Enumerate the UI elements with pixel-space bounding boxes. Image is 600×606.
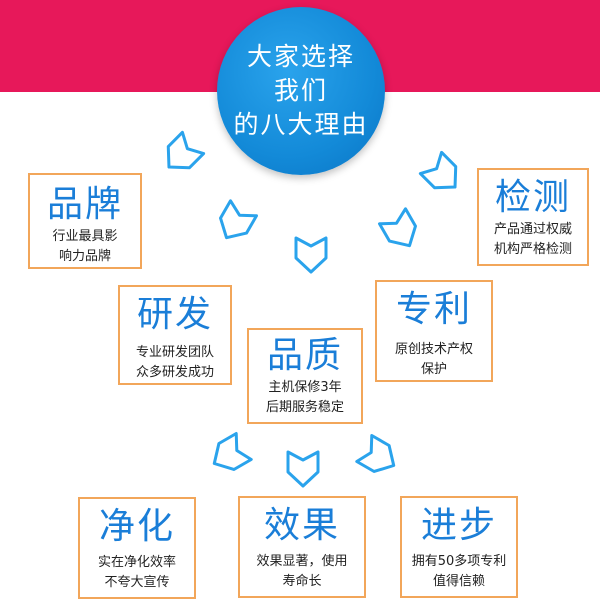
card-purify-line2: 不夸大宣传 [104, 575, 170, 590]
chevron-arrow-icon [348, 426, 411, 489]
card-patent-line1: 原创技术产权 [394, 342, 473, 357]
title-line-3: 的八大理由 [233, 110, 369, 139]
card-quality-line2: 后期服务稳定 [265, 400, 344, 415]
title-circle: 大家选择 我们 的八大理由 [217, 7, 385, 175]
chevron-arrow-icon [370, 200, 433, 263]
chevron-arrow-icon [204, 192, 267, 255]
card-effect-line2: 寿命长 [282, 574, 322, 589]
card-brand-line1: 行业最具影 [52, 229, 118, 244]
card-progress-title: 进步 [420, 505, 497, 546]
card-quality: 品质 主机保修3年 后期服务稳定 [247, 328, 363, 424]
chevron-arrow-icon [280, 446, 326, 492]
card-quality-line1: 主机保修3年 [268, 380, 342, 395]
title-line-1: 大家选择 [246, 42, 355, 71]
chevron-arrow-icon [288, 232, 334, 278]
card-purify-line1: 实在净化效率 [97, 555, 176, 570]
card-brand-title: 品牌 [46, 184, 123, 225]
card-brand: 品牌 行业最具影 响力品牌 [28, 173, 142, 269]
card-progress-line1: 拥有50多项专利 [411, 554, 507, 569]
card-patent-title: 专利 [395, 289, 472, 330]
chevron-arrow-icon [410, 142, 475, 207]
card-research-line1: 专业研发团队 [135, 345, 214, 360]
card-effect: 效果 效果显著，使用 寿命长 [238, 496, 366, 598]
card-effect-title: 效果 [263, 505, 340, 546]
card-purify: 净化 实在净化效率 不夸大宣传 [78, 497, 196, 599]
card-detect-title: 检测 [494, 177, 571, 218]
card-purify-title: 净化 [98, 506, 175, 547]
chevron-arrow-icon [148, 122, 213, 187]
card-progress: 进步 拥有50多项专利 值得信赖 [400, 496, 518, 598]
chevron-arrow-icon [198, 424, 261, 487]
card-patent-line2: 保护 [420, 362, 447, 377]
card-research-title: 研发 [136, 294, 213, 335]
card-detect: 检测 产品通过权威 机构严格检测 [477, 168, 589, 266]
card-detect-line1: 产品通过权威 [493, 222, 572, 237]
card-brand-line2: 响力品牌 [58, 249, 111, 264]
card-progress-line2: 值得信赖 [432, 574, 485, 589]
title-line-2: 我们 [273, 76, 328, 105]
card-effect-line1: 效果显著，使用 [256, 554, 348, 569]
card-patent: 专利 原创技术产权 保护 [375, 280, 493, 382]
card-research: 研发 专业研发团队 众多研发成功 [118, 285, 232, 385]
card-research-line2: 众多研发成功 [135, 365, 214, 380]
card-detect-line2: 机构严格检测 [493, 242, 572, 257]
card-quality-title: 品质 [266, 335, 343, 376]
